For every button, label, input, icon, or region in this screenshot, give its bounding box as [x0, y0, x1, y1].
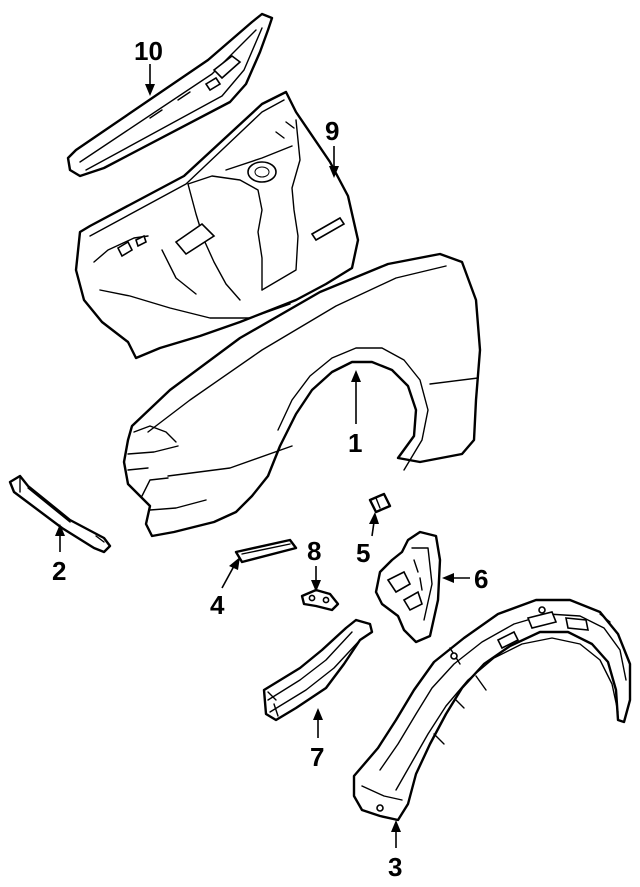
callout-8[interactable]: 8	[307, 536, 321, 566]
part-9-inner-apron[interactable]	[74, 90, 360, 360]
callout-leaders	[55, 64, 470, 848]
callout-3[interactable]: 3	[388, 852, 402, 882]
part-7-lower-extension[interactable]	[262, 618, 374, 722]
callout-1[interactable]: 1	[348, 428, 362, 458]
callout-5[interactable]: 5	[356, 538, 370, 568]
callout-7[interactable]: 7	[310, 742, 324, 772]
part-3-wheel-liner[interactable]	[352, 598, 632, 822]
callout-numbers: 10 9 1 2 4 5 8 6 7 3	[52, 36, 488, 882]
part-2-support-brace[interactable]	[8, 474, 112, 554]
callout-9[interactable]: 9	[325, 116, 339, 146]
part-10-apron-rail[interactable]	[66, 12, 274, 178]
part-4-seal-strip[interactable]	[234, 538, 298, 564]
callout-6[interactable]: 6	[474, 564, 488, 594]
callout-4[interactable]: 4	[210, 590, 225, 620]
callout-2[interactable]: 2	[52, 556, 66, 586]
callout-10[interactable]: 10	[134, 36, 163, 66]
part-6-splash-shield[interactable]	[374, 530, 442, 644]
part-5-bracket[interactable]	[368, 492, 392, 514]
part-1-front-fender[interactable]	[122, 252, 482, 538]
part-8-mounting-clip[interactable]	[300, 588, 340, 612]
